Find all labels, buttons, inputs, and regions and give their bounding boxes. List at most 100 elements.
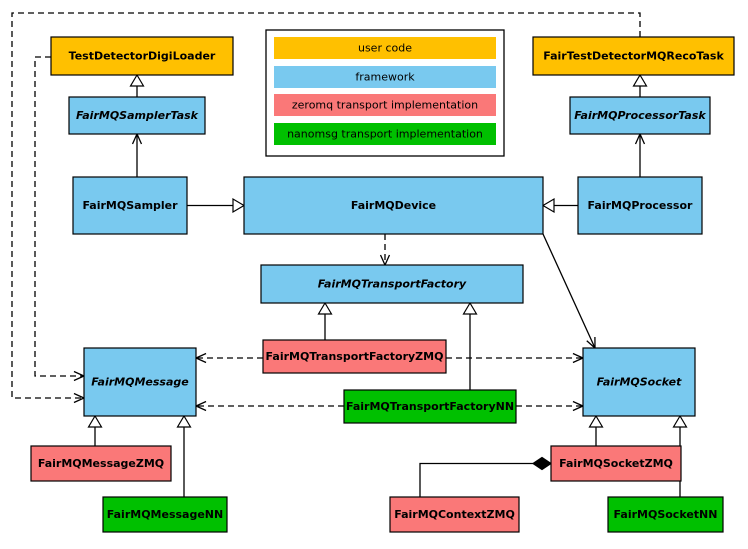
class-name-label: FairMQMessage [91, 376, 189, 389]
edge-tfnn-to-transportfactory [462, 301, 478, 390]
class-node-fairmqsocketnn[interactable]: FairMQSocketNN [607, 496, 724, 533]
class-node-fairmqtransportfactory[interactable]: FairMQTransportFactory [260, 264, 524, 304]
class-name-label: FairMQProcessorTask [574, 109, 706, 122]
edge-layer [11, 12, 688, 497]
edge-tfnn-to-socket [516, 400, 585, 412]
class-box[interactable] [243, 176, 544, 235]
class-name-label: FairMQSocketNN [614, 508, 718, 521]
class-node-fairmqsocketzmq[interactable]: FairMQSocketZMQ [550, 445, 682, 482]
class-name-label: FairMQSampler [82, 199, 178, 212]
class-box[interactable] [260, 264, 524, 304]
class-box[interactable] [262, 339, 447, 374]
edge-device-to-socket [542, 233, 596, 350]
legend-layer: user code framework zeromq transport imple… [265, 29, 505, 157]
class-name-label: FairMQTransportFactoryNN [346, 400, 514, 413]
legend-label: user code [358, 42, 412, 55]
legend-label: zeromq transport implementation [292, 99, 478, 112]
class-node-fairmqmessage[interactable]: FairMQMessage [83, 347, 197, 417]
legend-swatch [274, 66, 496, 88]
legend: user code framework zeromq transport imple… [265, 29, 505, 157]
class-node-fairmqsocket[interactable]: FairMQSocket [582, 347, 696, 417]
edge-tfzmq-to-transportfactory [317, 301, 333, 340]
legend-item-1: framework [274, 66, 496, 88]
class-node-fairmqmessagezmq[interactable]: FairMQMessageZMQ [30, 445, 172, 482]
class-box[interactable] [550, 445, 682, 482]
legend-swatch [274, 37, 496, 59]
edge-tfnn-to-message [194, 400, 344, 412]
class-node-fairmqprocessortask[interactable]: FairMQProcessorTask [569, 96, 711, 135]
generalization-arrowhead [541, 197, 555, 214]
legend-swatch [274, 123, 496, 145]
legend-label: nanomsg transport implementation [287, 128, 483, 141]
generalization-arrowhead [462, 301, 478, 315]
class-name-label: FairMQSocket [597, 376, 683, 389]
class-name-label: FairTestDetectorMQRecoTask [543, 50, 724, 63]
class-box[interactable] [30, 445, 172, 482]
class-box[interactable] [532, 36, 735, 76]
legend-label: framework [355, 71, 415, 84]
class-box[interactable] [68, 96, 206, 135]
class-name-label: FairMQContextZMQ [394, 508, 515, 521]
class-node-fairtestdetectormqrecotask[interactable]: FairTestDetectorMQRecoTask [532, 36, 735, 76]
edge-tfzmq-to-socket [446, 352, 585, 364]
node-layer: TestDetectorDigiLoader FairTestDetectorMQ… [30, 36, 735, 533]
edge-line [11, 12, 641, 399]
class-name-label: FairMQSamplerTask [76, 109, 199, 122]
legend-item-0: user code [274, 37, 496, 59]
class-name-label: FairMQMessageZMQ [38, 457, 164, 470]
class-node-fairmqdevice[interactable]: FairMQDevice [243, 176, 544, 235]
class-node-fairmqprocessor[interactable]: FairMQProcessor [577, 176, 703, 235]
class-name-label: FairMQMessageNN [107, 508, 223, 521]
edge-sampler-to-samplertask [131, 132, 143, 177]
edge-line [542, 233, 596, 349]
composition-diamond [531, 456, 553, 471]
generalization-arrowhead [87, 414, 103, 428]
generalization-arrowhead [317, 301, 333, 315]
edge-line [419, 462, 533, 497]
edge-processor-to-device [541, 197, 578, 214]
edge-line [34, 56, 84, 377]
generalization-arrowhead [632, 73, 648, 87]
class-box[interactable] [577, 176, 703, 235]
edge-tfzmq-to-message [194, 352, 263, 364]
class-box[interactable] [343, 389, 517, 424]
class-box[interactable] [102, 496, 228, 533]
class-node-fairmqtransportfactorynn[interactable]: FairMQTransportFactoryNN [343, 389, 517, 424]
generalization-arrowhead [129, 73, 145, 87]
class-node-fairmqmessagenn[interactable]: FairMQMessageNN [102, 496, 228, 533]
class-node-testdetectordigiloader[interactable]: TestDetectorDigiLoader [50, 36, 234, 76]
edge-processortask-to-recotask [632, 73, 648, 97]
class-name-label: TestDetectorDigiLoader [69, 50, 216, 63]
edge-socketzmq-to-socket [588, 414, 604, 446]
edge-messagezmq-to-message [87, 414, 103, 446]
edge-messagenn-to-message [176, 414, 192, 497]
class-name-label: FairMQTransportFactory [318, 278, 467, 291]
generalization-arrowhead [588, 414, 604, 428]
class-box[interactable] [83, 347, 197, 417]
class-box[interactable] [607, 496, 724, 533]
class-node-fairmqtransportfactoryzmq[interactable]: FairMQTransportFactoryZMQ [262, 339, 447, 374]
class-box[interactable] [72, 176, 188, 235]
legend-item-2: zeromq transport implementation [274, 94, 496, 116]
generalization-arrowhead [232, 197, 246, 214]
edge-sampler-to-device [187, 197, 246, 214]
class-name-label: FairMQDevice [351, 199, 436, 212]
class-node-fairmqcontextzmq[interactable]: FairMQContextZMQ [389, 496, 520, 533]
class-name-label: FairMQTransportFactoryZMQ [266, 350, 444, 363]
class-node-fairmqsampler[interactable]: FairMQSampler [72, 176, 188, 235]
class-box[interactable] [50, 36, 234, 76]
class-name-label: FairMQSocketZMQ [559, 457, 673, 470]
generalization-arrowhead [672, 414, 688, 428]
edge-samplertask-to-digiloader [129, 73, 145, 97]
class-box[interactable] [582, 347, 696, 417]
class-node-fairmqsamplertask[interactable]: FairMQSamplerTask [68, 96, 206, 135]
legend-item-3: nanomsg transport implementation [274, 123, 496, 145]
class-name-label: FairMQProcessor [588, 199, 693, 212]
edge-device-to-transportfactory [379, 234, 391, 267]
generalization-arrowhead [176, 414, 192, 428]
class-box[interactable] [389, 496, 520, 533]
class-box[interactable] [569, 96, 711, 135]
edge-socketzmq-composition-contextzmq [419, 456, 553, 497]
